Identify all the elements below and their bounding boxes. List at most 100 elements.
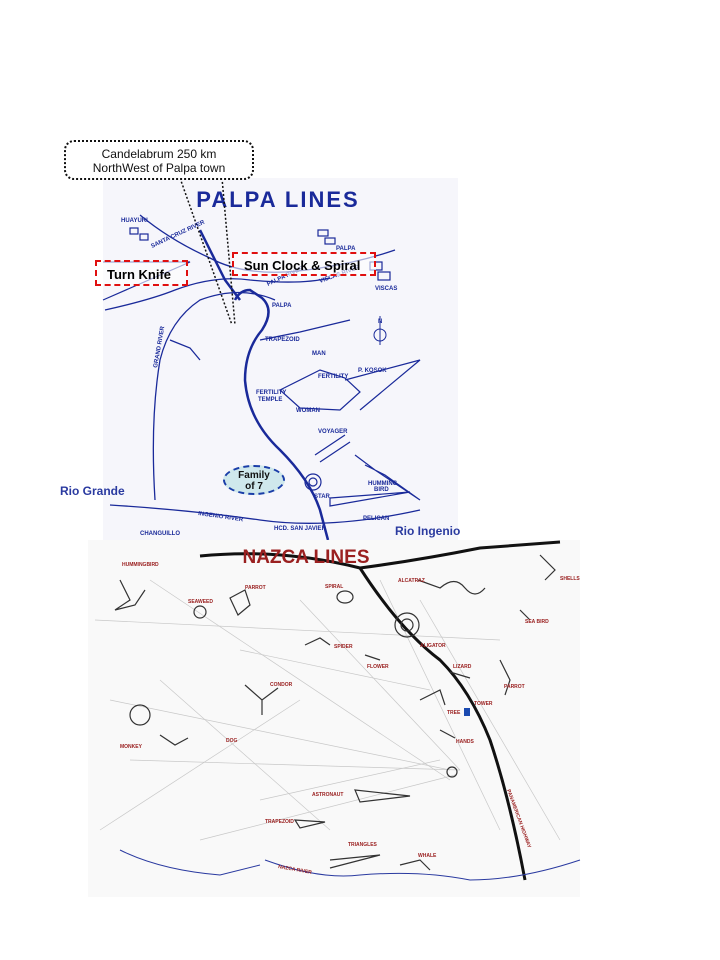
label-humming-1: HUMMING — [368, 481, 398, 487]
label-dog: DOG — [226, 738, 238, 744]
label-hummingbird: HUMMINGBIRD — [122, 562, 159, 568]
north-arrow-icon — [373, 316, 387, 345]
rio-ingenio-label: Rio Ingenio — [395, 524, 461, 538]
fertility-figures — [278, 369, 361, 411]
lizard-figure — [449, 671, 471, 679]
label-alcatraz: ALCATRAZ — [398, 578, 425, 584]
parrot-right-figure — [499, 659, 511, 696]
label-tower: TOWER — [474, 701, 493, 707]
dog-figure — [159, 734, 189, 746]
label-flower: FLOWER — [367, 664, 389, 670]
condor-figure — [244, 684, 279, 715]
label-trapezoid: TRAPEZOID — [265, 337, 300, 343]
label-aligator: ALIGATOR — [420, 643, 446, 649]
sun-clock-box: Sun Clock & Spiral — [232, 252, 376, 276]
label-palpa-mid: PALPA — [272, 303, 292, 309]
label-humming-2: BIRD — [374, 487, 389, 493]
label-astronaut: ASTRONAUT — [312, 792, 343, 798]
hands-figure — [439, 729, 456, 739]
label-nazca-river: NAZCA RIVER — [278, 864, 313, 876]
tree-figure — [419, 689, 446, 706]
flower-figure — [364, 654, 381, 661]
palpa-river — [104, 277, 331, 311]
callout-line-2: NorthWest of Palpa town — [92, 161, 226, 175]
astronaut-figure — [446, 766, 458, 778]
nazca-faint-lines — [94, 579, 561, 841]
small-branch — [169, 339, 201, 361]
label-star: STAR — [314, 494, 331, 500]
label-trapezoid-nazca: TRAPEZOID — [265, 819, 294, 825]
turn-knife-label: Turn Knife — [107, 267, 172, 282]
nazca-title: NAZCA LINES — [242, 547, 369, 568]
tower-marker-icon — [464, 708, 470, 716]
label-shells: SHELLS — [560, 576, 580, 582]
label-parrot-right: PARROT — [504, 684, 525, 690]
label-huayuri: HUAYURI — [121, 218, 148, 224]
label-hands: HANDS — [456, 739, 474, 745]
label-seaweed: SEAWEED — [188, 599, 213, 605]
label-lizard: LIZARD — [453, 664, 472, 670]
shells-figure — [539, 554, 556, 581]
label-man: MAN — [312, 351, 326, 357]
panamerican-road-palpa — [233, 288, 330, 541]
label-whale: WHALE — [418, 853, 437, 859]
nazca-river — [264, 859, 581, 881]
nazca-map-background — [88, 540, 580, 897]
turn-knife-box: Turn Knife — [95, 260, 188, 286]
monkey-figure — [129, 704, 151, 726]
family-of-7-ellipse: Family of 7 — [223, 465, 285, 495]
rio-grande-label: Rio Grande — [60, 484, 125, 498]
label-voyager: VOYAGER — [318, 429, 348, 435]
nazca-river-west — [119, 849, 261, 876]
label-palpa-top: PALPA — [336, 246, 356, 252]
road-north — [198, 229, 241, 301]
triangles-figure — [329, 854, 381, 869]
voyager-figure — [314, 434, 351, 463]
palpa-figure — [317, 229, 329, 237]
label-hcd-san-javier: HCD. SAN JAVIER — [274, 526, 327, 532]
star-figure — [304, 473, 322, 491]
label-p-kosok: P. KOSOK — [358, 368, 387, 374]
candelabrum-callout: Candelabrum 250 km NorthWest of Palpa to… — [64, 140, 254, 180]
label-north: N — [378, 319, 382, 325]
label-spider: SPIDER — [334, 644, 353, 650]
callout-line-1: Candelabrum 250 km — [101, 147, 217, 161]
label-parrot-top: PARROT — [245, 585, 266, 591]
hummingbird-figure — [354, 454, 421, 501]
label-condor: CONDOR — [270, 682, 293, 688]
aligator-spiral-figure — [394, 612, 420, 638]
label-fertility-temple-2: TEMPLE — [258, 397, 282, 403]
label-viscas: VISCAS — [375, 286, 397, 292]
sun-clock-label: Sun Clock & Spiral — [244, 258, 361, 273]
panamerican-highway — [358, 567, 527, 881]
label-woman: WOMAN — [296, 408, 320, 414]
ingenio-river — [109, 504, 421, 524]
label-monkey: MONKEY — [120, 744, 143, 750]
trapezoid-figure — [293, 819, 326, 829]
hummingbird-figure-nazca — [114, 579, 146, 611]
family-line-2: of 7 — [245, 481, 263, 492]
label-pelican: PELICAN — [363, 516, 389, 522]
palpa-title: PALPA LINES — [196, 187, 359, 212]
seaweed-figure — [193, 605, 207, 619]
huayuri-figure — [129, 227, 139, 235]
family-line-1: Family — [238, 470, 270, 481]
callout-connector-right — [221, 177, 236, 326]
label-changuillo: CHANGUILLO — [140, 531, 180, 537]
callout-connector-left — [179, 177, 233, 326]
astronaut-trapezoid — [354, 789, 411, 803]
trapezoid-line — [259, 319, 351, 341]
label-triangles: TRIANGLES — [348, 842, 378, 848]
label-sea-bird: SEA BIRD — [525, 619, 549, 625]
sea-bird-figure — [519, 609, 531, 621]
whale-figure — [399, 859, 431, 871]
label-tree: TREE — [447, 710, 461, 716]
spiral-figure — [336, 590, 354, 604]
kosok-triangle — [344, 359, 421, 411]
alcatraz-figure — [417, 579, 486, 595]
pelican-figure — [329, 491, 411, 507]
label-spiral: SPIRAL — [325, 584, 343, 590]
parrot-figure — [229, 589, 251, 616]
label-fertility-temple-1: FERTILITY — [256, 390, 286, 396]
